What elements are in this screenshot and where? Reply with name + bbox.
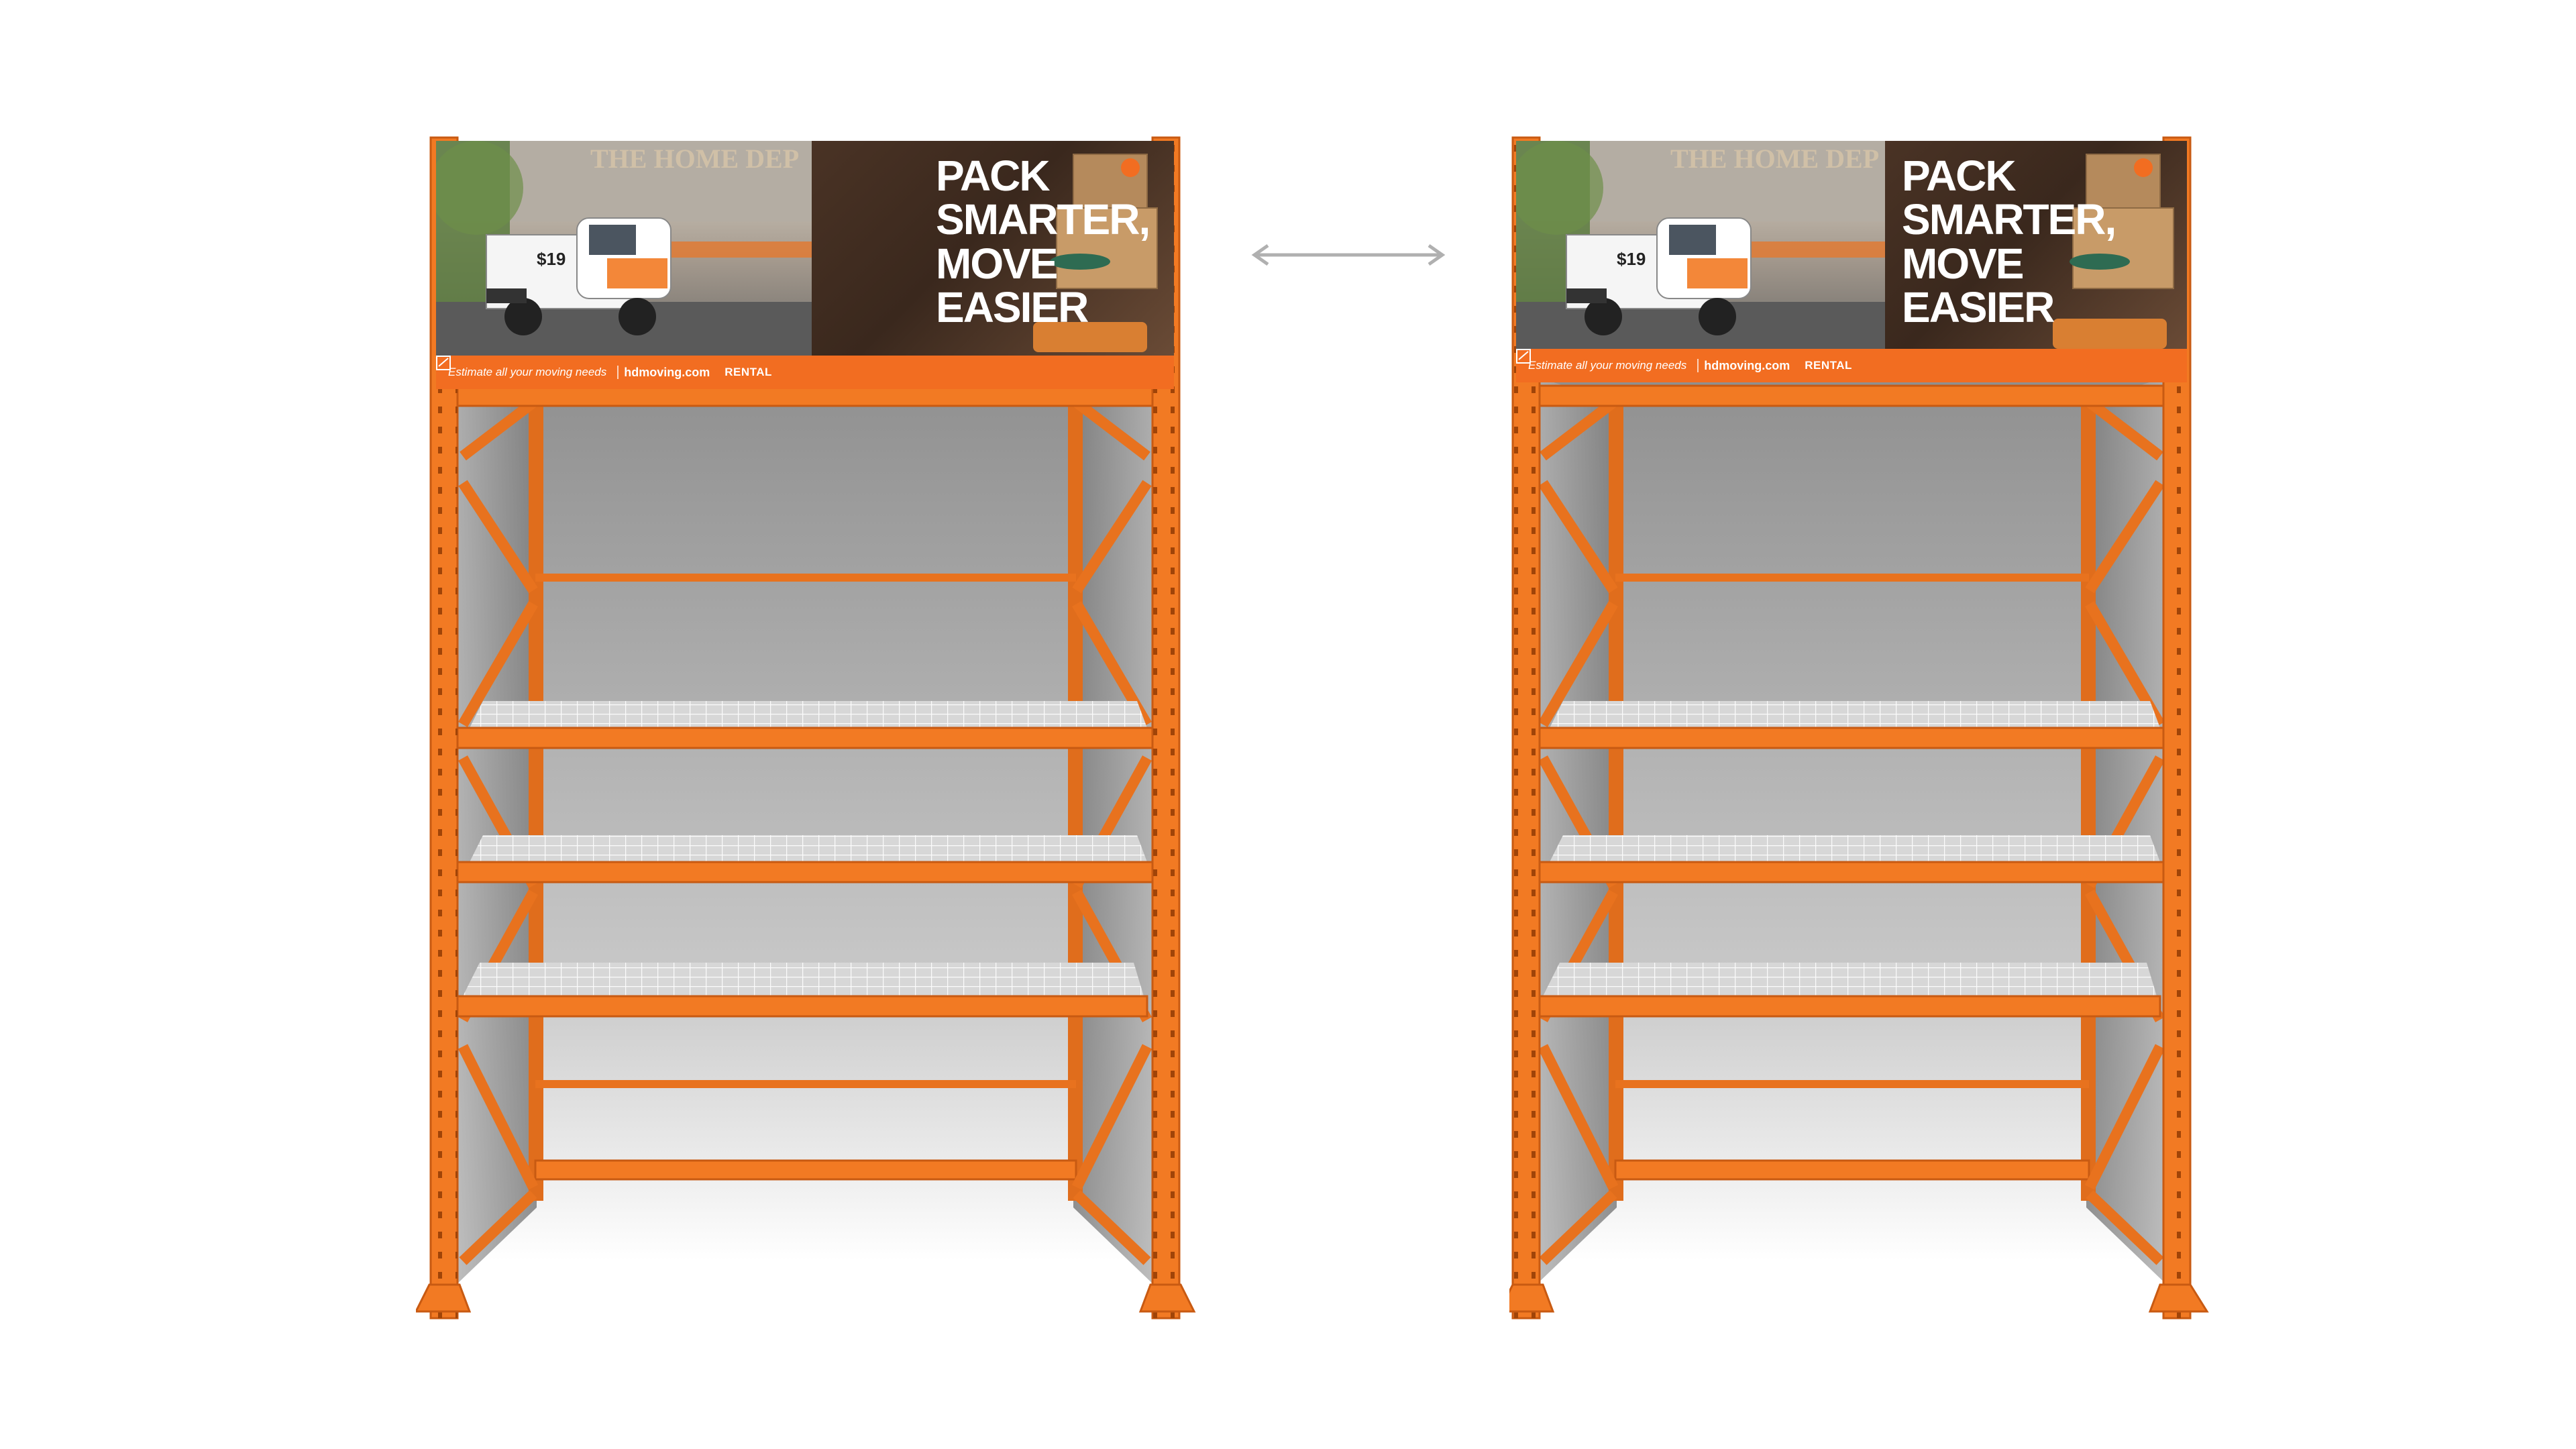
header-banner: THE HOME DEP $19: [1516, 141, 2187, 389]
wire-shelf-1: [1535, 701, 2168, 749]
storefront-sign: THE HOME DEP: [1670, 144, 1879, 174]
wire-shelf-3: [448, 963, 1148, 1018]
shelving-unit-left: THE HOME DEP $19: [416, 0, 1221, 1342]
home-depot-logo-icon: [436, 356, 451, 370]
wire-shelf-2: [455, 835, 1155, 883]
double-headed-arrow-icon: [1251, 244, 1446, 266]
cardboard-box-icon: [1056, 154, 1158, 289]
back-panel: [449, 349, 1161, 1261]
storefront-sign: THE HOME DEP: [590, 144, 799, 174]
shelving-unit-right: THE HOME DEP $19: [1509, 0, 2314, 1342]
truck-price: $19: [537, 249, 566, 269]
shelf-rack-drawing: [1509, 136, 2209, 1320]
rental-logo: RENTAL: [436, 356, 772, 379]
boxes-photo: [1885, 141, 2187, 349]
truck-storefront-photo: THE HOME DEP $19: [436, 141, 812, 356]
wire-shelf-1: [455, 701, 1155, 749]
estimate-text: Estimate all your moving needs: [448, 366, 607, 378]
info-strip: Estimate all your moving needs hdmoving.…: [1516, 349, 2187, 382]
header-banner: THE HOME DEP $19: [436, 141, 1174, 389]
truck-storefront-photo: THE HOME DEP $19: [1516, 141, 1885, 349]
rental-logo: RENTAL: [1516, 349, 1852, 372]
bottom-rear-beam: [534, 1159, 1077, 1181]
truck-price: $19: [1617, 249, 1646, 269]
boxes-photo: [812, 141, 1174, 356]
website-text: hdmoving.com: [624, 365, 710, 379]
cardboard-box-icon: [2072, 154, 2174, 289]
pickup-truck-icon: $19: [486, 217, 672, 335]
wire-shelf-2: [1535, 835, 2168, 883]
tape-roll-icon: [1033, 254, 1147, 352]
home-depot-logo-icon: [1516, 349, 1531, 364]
banner-headline: PACK SMARTER, MOVE EASIER: [936, 152, 1150, 331]
website-text: hdmoving.com: [1704, 358, 1790, 372]
estimate-text: Estimate all your moving needs: [1528, 359, 1687, 372]
info-strip: Estimate all your moving needs hdmoving.…: [436, 356, 1174, 389]
banner-headline: PACK SMARTER, MOVE EASIER: [1902, 152, 2116, 331]
wire-shelf-3: [1528, 963, 2161, 1018]
pickup-truck-icon: $19: [1566, 217, 1752, 335]
shelf-rack-drawing: [416, 136, 1196, 1320]
tape-roll-icon: [2053, 254, 2167, 349]
